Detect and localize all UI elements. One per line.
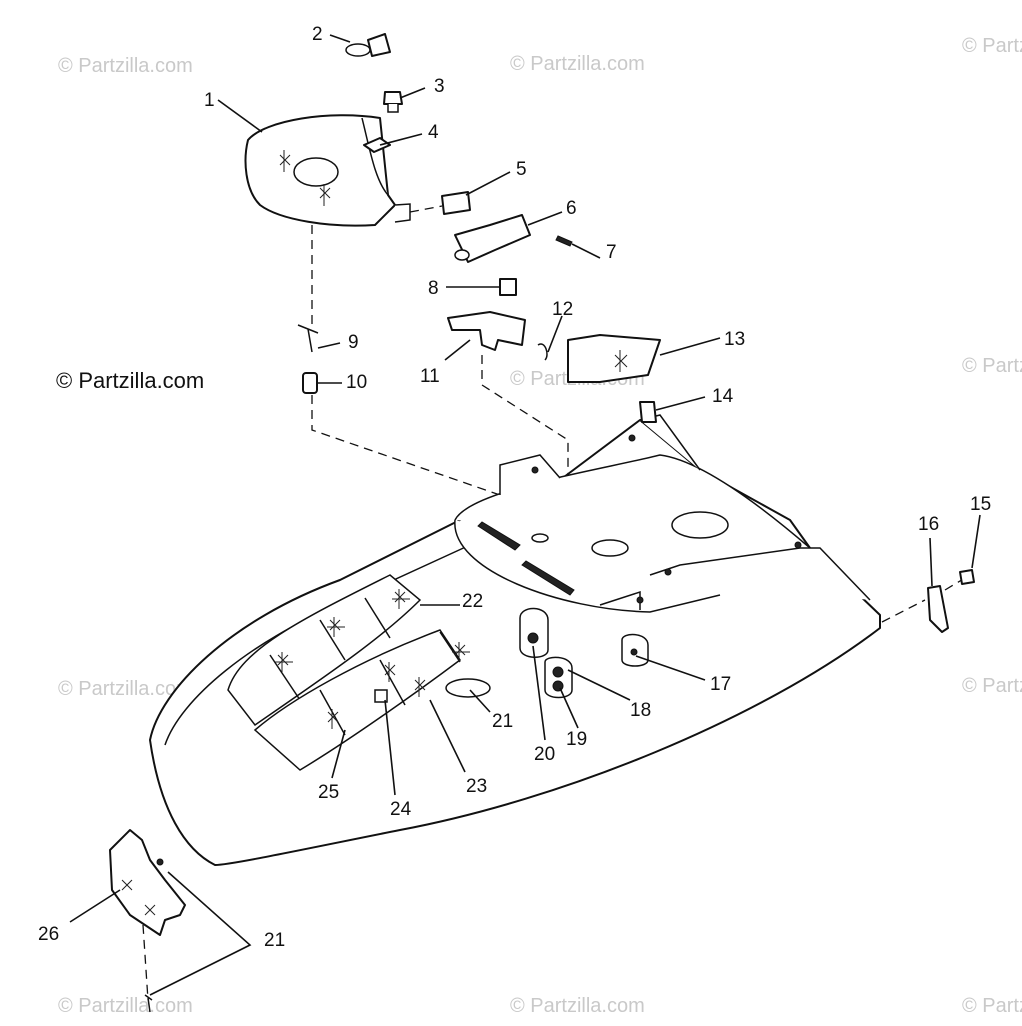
spring-part-12 xyxy=(537,343,548,361)
bolt-part-9 xyxy=(297,324,319,353)
screw-part-7 xyxy=(555,235,573,247)
callout-13: 13 xyxy=(724,329,745,350)
callout-9: 9 xyxy=(348,332,359,353)
callout-21-hood: 21 xyxy=(492,711,513,732)
leader-lines xyxy=(69,34,981,996)
plate-part-5 xyxy=(441,191,471,215)
callout-18: 18 xyxy=(630,700,651,721)
watermark-lower-right: © Partzilla.com xyxy=(962,675,1022,697)
callout-3: 3 xyxy=(434,76,445,97)
callout-5: 5 xyxy=(516,159,527,180)
bulb-socket-part-2 xyxy=(345,33,391,57)
nut-part-8 xyxy=(499,278,517,296)
watermark-top-left: © Partzilla.com xyxy=(58,55,193,77)
bulb-part-3 xyxy=(383,91,403,113)
callout-26: 26 xyxy=(38,924,59,945)
cover-part-13 xyxy=(567,334,661,383)
clip-part-4 xyxy=(363,137,391,153)
bracket-part-11 xyxy=(447,311,526,351)
callout-7: 7 xyxy=(606,242,617,263)
callout-6: 6 xyxy=(566,198,577,219)
screw-part-15 xyxy=(959,569,975,585)
callout-19: 19 xyxy=(566,729,587,750)
watermark-top-center: © Partzilla.com xyxy=(510,53,645,75)
callout-10: 10 xyxy=(346,372,367,393)
credit-text: © Partzilla.com xyxy=(56,368,204,393)
callout-11: 11 xyxy=(420,366,440,387)
callout-4: 4 xyxy=(428,122,439,143)
callout-20: 20 xyxy=(534,744,555,765)
reflector-part-26 xyxy=(109,829,186,1013)
callout-14: 14 xyxy=(712,386,734,407)
watermark-bottom-right: © Partzilla.com xyxy=(962,995,1022,1017)
callout-12: 12 xyxy=(552,299,573,320)
watermark-bottom-center: © Partzilla.com xyxy=(510,995,645,1017)
callout-25: 25 xyxy=(318,782,339,803)
grommet-part-10 xyxy=(302,372,318,394)
watermark-lower-left: © Partzilla.com xyxy=(58,678,193,700)
callout-22: 22 xyxy=(462,591,483,612)
watermark-bottom-left: © Partzilla.com xyxy=(58,995,193,1017)
callout-17: 17 xyxy=(710,674,731,695)
hood-body xyxy=(149,414,881,866)
callout-16: 16 xyxy=(918,514,939,535)
callout-23: 23 xyxy=(466,776,487,797)
callout-15: 15 xyxy=(970,494,991,515)
callout-21-reflector: 21 xyxy=(264,930,285,951)
watermark-top-right: © Partzilla.com xyxy=(962,35,1022,57)
callout-24: 24 xyxy=(390,799,412,820)
bracket-part-6 xyxy=(454,214,531,263)
latch-part-16 xyxy=(927,585,949,633)
callout-2: 2 xyxy=(312,24,323,45)
washer-parts-17-20 xyxy=(519,607,649,699)
grommet-part-14 xyxy=(639,401,657,423)
callout-8: 8 xyxy=(428,278,439,299)
callouts: 1 2 3 4 5 6 7 8 9 10 11 12 13 14 15 16 1… xyxy=(38,24,991,951)
gauge-pod-part-1 xyxy=(244,114,411,227)
watermark-mid-right: © Partzilla.com xyxy=(962,355,1022,377)
callout-1: 1 xyxy=(204,90,215,111)
